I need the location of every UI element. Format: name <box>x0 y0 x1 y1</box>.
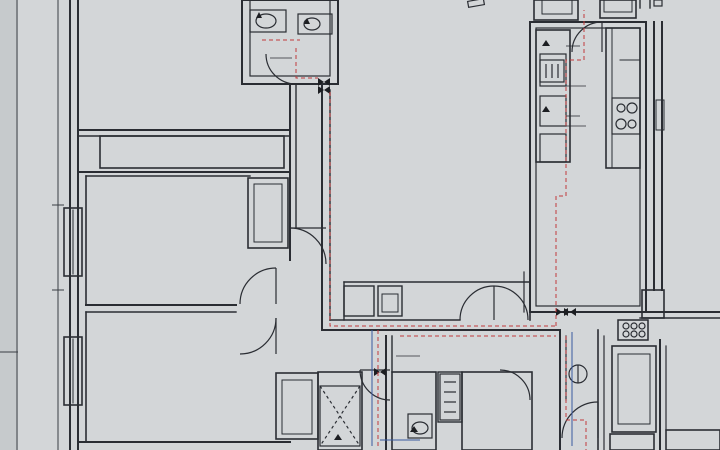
walls <box>63 0 720 450</box>
kitchen-sink <box>539 59 565 83</box>
washing-machine <box>439 373 461 421</box>
arrow-markers <box>256 12 550 440</box>
service-lines <box>262 10 587 450</box>
cooktop <box>611 97 641 135</box>
guide-lines <box>270 45 586 357</box>
door-swings <box>239 21 603 439</box>
valve-symbols <box>318 78 576 376</box>
dimension-lines-left <box>0 0 64 450</box>
data-lines <box>371 330 573 446</box>
fixtures <box>249 0 649 447</box>
toilet-top <box>249 9 287 33</box>
washbasin <box>407 413 433 439</box>
shower-tray <box>319 385 361 447</box>
paper-shadow-left <box>0 0 18 450</box>
